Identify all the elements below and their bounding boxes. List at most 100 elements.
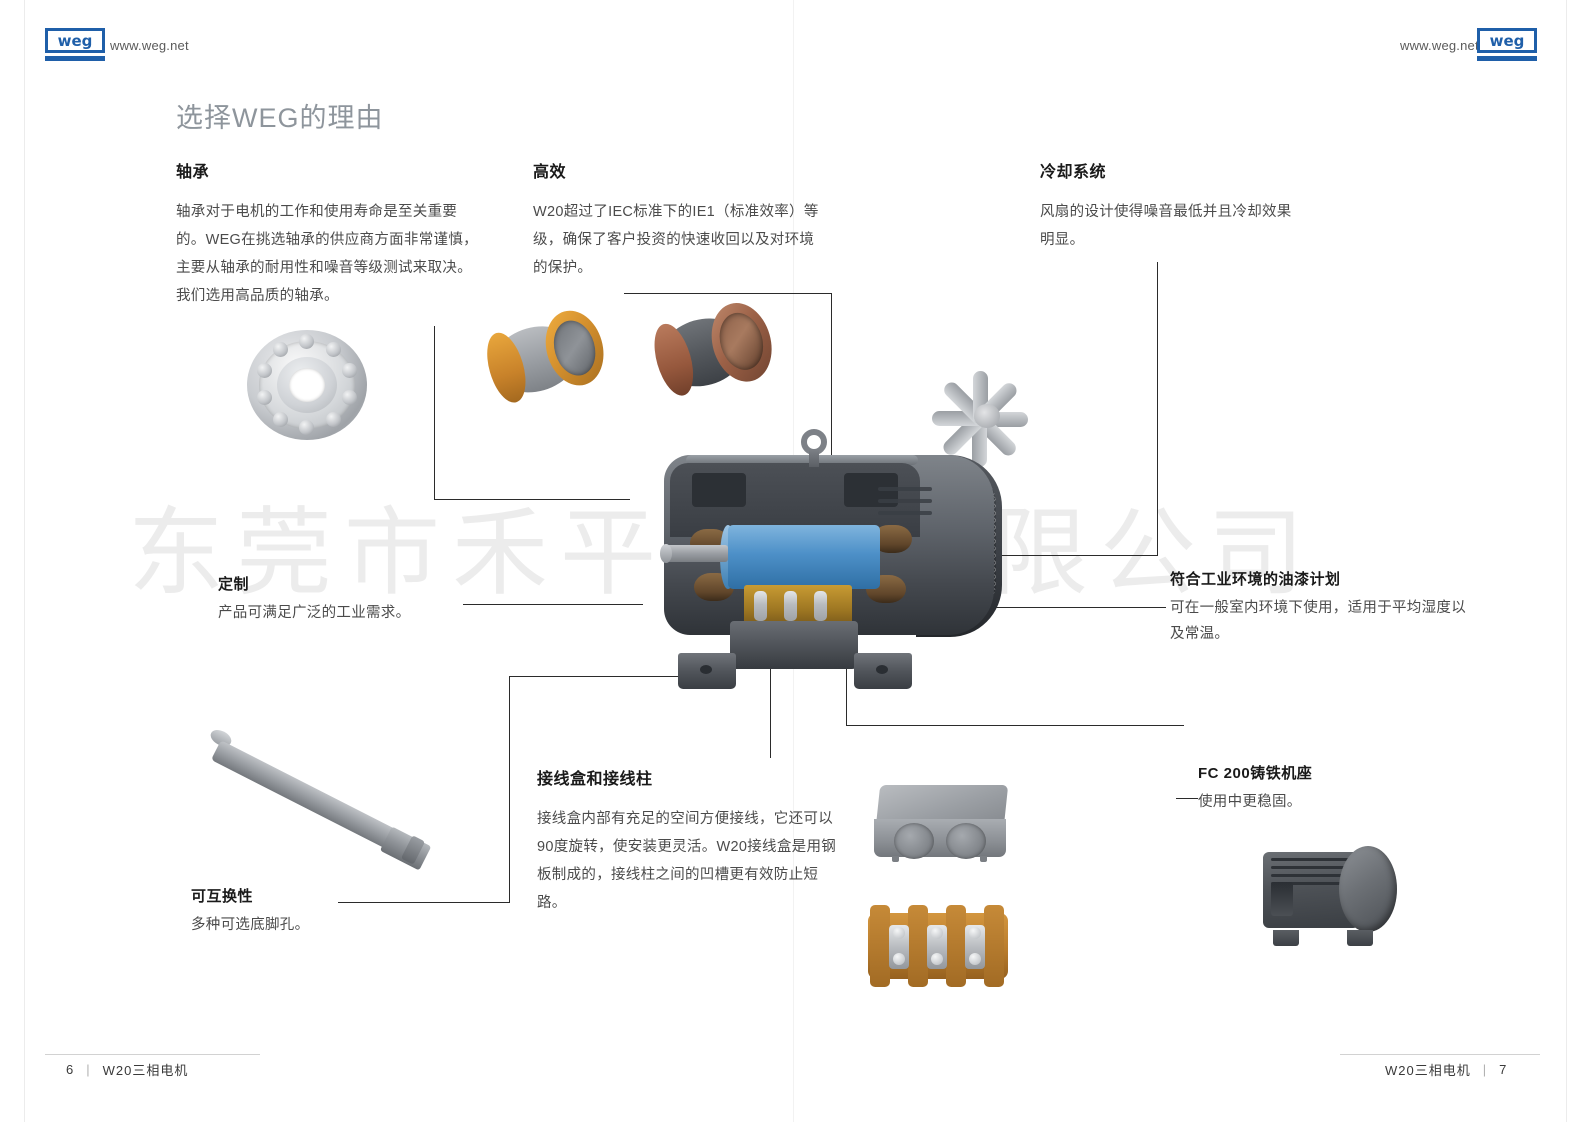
page-right-bleed: [1566, 0, 1587, 1122]
weg-logo-letters: weg: [1489, 31, 1525, 50]
bearing-ball: [326, 342, 341, 357]
terminal-pin: [784, 591, 797, 621]
weg-logo-left: weg: [45, 28, 105, 61]
bearing-ball: [299, 420, 314, 435]
leader-line-paint-h: [996, 607, 1166, 608]
feature-block-efficiency: 高效 W20超过了IEC标准下的IE1（标准效率）等级，确保了客户投资的快速收回…: [533, 158, 825, 282]
weg-logo-box: [45, 28, 105, 53]
weg-logo-letters: weg: [57, 31, 93, 50]
feature-body-bearing: 轴承对于电机的工作和使用寿命是至关重要的。WEG在挑选轴承的供应商方面非常谨慎，…: [176, 204, 478, 304]
footer-rule-right: [1340, 1054, 1540, 1055]
page-title: 选择WEG的理由: [176, 103, 384, 133]
motor-cavity: [692, 473, 746, 507]
feature-body-paint: 可在一般室内环境下使用，适用于平均湿度以及常温。: [1170, 600, 1466, 642]
feature-body-terminal-box: 接线盒内部有充足的空间方便接线，它还可以90度旋转，使安装更灵活。W20接线盒是…: [537, 811, 837, 911]
terminal-box-foot: [980, 856, 987, 862]
leader-line-cooling-v: [1157, 262, 1158, 556]
terminal-box-knockout: [946, 823, 986, 859]
motor-cooling-fin: [878, 511, 932, 515]
bearing-ball: [257, 390, 272, 405]
feature-body-customization: 产品可满足广泛的工业需求。: [218, 605, 411, 621]
frame-foot: [1273, 930, 1299, 946]
footer-right: W20三相电机 | 7: [1385, 1060, 1507, 1079]
feature-block-frame: FC 200铸铁机座 使用中更稳固。: [1198, 762, 1498, 815]
leader-line-fc200-h: [846, 725, 1184, 726]
bearing-seal-gold-image: [480, 303, 612, 409]
terminal-block-divider: [908, 905, 928, 987]
leader-line-efficiency-h: [624, 293, 832, 294]
terminal-block-divider: [870, 905, 890, 987]
terminal-pin: [754, 591, 767, 621]
leader-line-fc200-v: [846, 636, 847, 726]
fan-hub: [974, 404, 1000, 428]
frame-cooling-fin: [1271, 874, 1353, 877]
feature-heading-cooling: 冷却系统: [1040, 164, 1107, 181]
feature-heading-bearing: 轴承: [176, 164, 210, 181]
motor-top-ridge: [686, 455, 918, 465]
motor-cooling-fin: [878, 499, 932, 503]
frame-cooling-fin: [1271, 858, 1353, 861]
terminal-block-divider: [946, 905, 966, 987]
lifting-eyebolt-stem: [809, 449, 819, 467]
feature-body-frame: 使用中更稳固。: [1198, 794, 1302, 810]
weg-logo-box: [1477, 28, 1537, 53]
terminal-block-image: [868, 905, 1008, 990]
frame-cooling-fin: [1271, 866, 1353, 869]
page-number-left: 6: [66, 1062, 75, 1077]
footer-title-left: W20三相电机: [102, 1063, 189, 1078]
leader-line-interchange-h: [338, 902, 510, 903]
leader-line-bearing-v: [434, 326, 435, 500]
leader-line-efficiency-v: [831, 293, 832, 505]
terminal-screw: [893, 953, 905, 965]
footer-left: 6 | W20三相电机: [66, 1060, 188, 1079]
footer-separator-right: |: [1482, 1062, 1488, 1077]
leader-line-fc200-tick: [1176, 798, 1198, 799]
feature-block-interchange: 可互换性 多种可选底脚孔。: [191, 885, 451, 938]
terminal-block-divider: [984, 905, 1004, 987]
feature-block-paint: 符合工业环境的油漆计划 可在一般室内环境下使用，适用于平均湿度以及常温。: [1170, 568, 1470, 647]
bearing-ball: [342, 390, 357, 405]
bearing-ball: [273, 342, 288, 357]
motor-cooling-fin: [878, 487, 932, 491]
cast-iron-frame-image: [1255, 838, 1405, 953]
feature-block-terminal-box: 接线盒和接线柱 接线盒内部有充足的空间方便接线，它还可以90度旋转，使安装更灵活…: [537, 765, 837, 917]
weg-logo-right: weg: [1477, 28, 1537, 61]
frame-terminal-window: [1271, 882, 1293, 916]
feature-body-interchange: 多种可选底脚孔。: [191, 917, 310, 933]
terminal-screw: [969, 927, 981, 939]
motor-shaft-tip: [660, 544, 672, 563]
terminal-screw: [931, 927, 943, 939]
feature-heading-terminal-box: 接线盒和接线柱: [537, 771, 653, 788]
feature-body-efficiency: W20超过了IEC标准下的IE1（标准效率）等级，确保了客户投资的快速收回以及对…: [533, 204, 819, 276]
leader-line-cooling-h: [1000, 555, 1158, 556]
feature-block-bearing: 轴承 轴承对于电机的工作和使用寿命是至关重要的。WEG在挑选轴承的供应商方面非常…: [176, 158, 486, 310]
terminal-pin: [814, 591, 827, 621]
terminal-box-knockout: [894, 823, 934, 859]
feature-block-customization: 定制 产品可满足广泛的工业需求。: [218, 573, 518, 626]
page-number-right: 7: [1499, 1062, 1508, 1077]
motor-cutaway-image: [616, 425, 1036, 705]
leader-line-custom-h: [463, 604, 643, 605]
shaft-main-body: [211, 740, 396, 849]
frame-end-disc: [1339, 846, 1397, 932]
footer-separator-left: |: [86, 1062, 91, 1077]
frame-cooling-fin: [1271, 882, 1353, 885]
weg-logo-underline: [45, 56, 105, 61]
website-url-right[interactable]: www.weg.net: [1400, 38, 1479, 53]
terminal-box-mount: [730, 621, 858, 669]
ball-bearing-image: [247, 330, 367, 440]
bearing-bore: [289, 368, 325, 402]
cooling-fan-image: [930, 368, 1042, 467]
terminal-screw: [969, 953, 981, 965]
feature-block-cooling: 冷却系统 风扇的设计使得噪音最低并且冷却效果明显。: [1040, 158, 1300, 254]
bearing-ball: [273, 412, 288, 427]
footer-rule-left: [45, 1054, 260, 1055]
leader-line-bearing-h: [434, 499, 630, 500]
website-url-left[interactable]: www.weg.net: [110, 38, 189, 53]
bearing-ball: [326, 412, 341, 427]
motor-foot-hole: [876, 665, 888, 674]
terminal-box-image: [870, 785, 1015, 865]
page-left-bleed: [0, 0, 25, 1122]
terminal-screw: [931, 953, 943, 965]
